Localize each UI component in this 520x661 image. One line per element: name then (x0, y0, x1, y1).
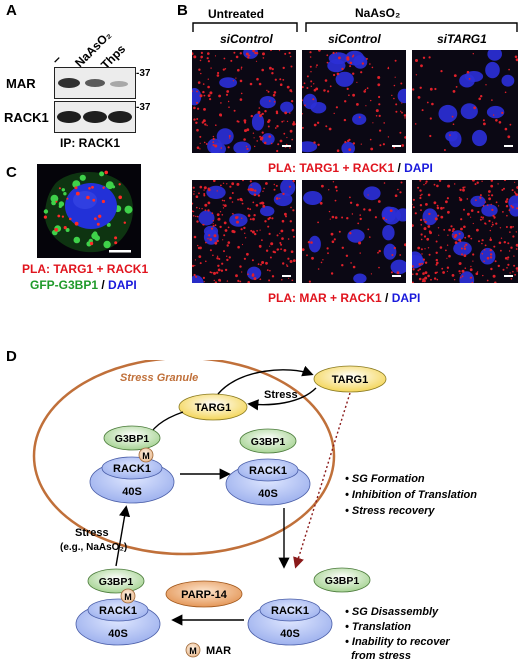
svg-text:TARG1: TARG1 (195, 402, 231, 414)
blot-band (57, 111, 81, 123)
outcome-lower-2: • Translation (345, 621, 411, 633)
svg-text:G3BP1: G3BP1 (251, 436, 286, 448)
blot-band (108, 111, 132, 123)
caption-c-line1: PLA: TARG1 + RACK1 (22, 262, 149, 276)
svg-text:40S: 40S (258, 488, 278, 500)
caption-b-bottom-dapi: DAPI (391, 291, 421, 305)
outcome-lower-4: from stress (345, 650, 411, 661)
group-label-untreated: Untreated (208, 7, 265, 21)
micrograph-c-single-cell (37, 164, 141, 258)
outcome-lower-3: • Inability to recover (345, 636, 450, 648)
arrow-targ1-enter (247, 387, 317, 411)
targ1-outside (313, 365, 387, 393)
caption-b-top-sep: / (394, 161, 405, 175)
outcome-upper-2: • Inhibition of Translation (345, 489, 477, 501)
blot-band (110, 81, 128, 87)
arrow-targ1-dotted (293, 392, 351, 569)
svg-text:40S: 40S (108, 628, 128, 640)
caption-b-top-pla: PLA: TARG1 + RACK1 (268, 161, 395, 175)
panel-b-letter: B (177, 2, 188, 19)
rack1-right-sg (237, 458, 299, 482)
caption-b-bottom: PLA: MAR + RACK1 / DAPI (268, 291, 420, 305)
panel-d-letter: D (6, 348, 17, 365)
svg-text:40S: 40S (280, 628, 300, 640)
micrograph-b-bottom-untreated (192, 180, 296, 283)
caption-c-gfp: GFP-G3BP1 (30, 278, 99, 292)
g3bp1-bottom-left (87, 568, 145, 594)
svg-text:RACK1: RACK1 (113, 463, 151, 475)
micrograph-b-bottom-naaso2-sitarg1 (412, 180, 518, 283)
mar-legend-label: MAR (206, 645, 231, 657)
lane-label-control: – (48, 51, 65, 67)
svg-text:M: M (142, 451, 150, 461)
svg-text:PARP-14: PARP-14 (181, 589, 228, 601)
group-label-naaso2: NaAsO₂ (355, 6, 401, 20)
parp14 (165, 580, 243, 608)
blot-band (83, 111, 107, 123)
caption-c-sep: / (98, 278, 109, 292)
caption-b-top: PLA: TARG1 + RACK1 / DAPI (268, 161, 433, 175)
group-brackets (192, 22, 518, 32)
svg-text:RACK1: RACK1 (271, 605, 309, 617)
blot-row-label-mar: MAR (6, 76, 36, 91)
svg-text:G3BP1: G3BP1 (115, 433, 150, 445)
caption-c-dapi: DAPI (108, 278, 137, 292)
svg-text:G3BP1: G3BP1 (99, 576, 134, 588)
col-label-sicontrol-2: siControl (328, 32, 381, 46)
caption-b-top-dapi: DAPI (404, 161, 433, 175)
outcome-upper-1: • SG Formation (345, 473, 425, 485)
svg-text:TARG1: TARG1 (332, 374, 368, 386)
col-label-sitarg1: siTARG1 (437, 32, 487, 46)
outcome-upper-3: • Stress recovery (345, 505, 435, 517)
svg-text:M: M (189, 646, 197, 656)
micrograph-b-top-naaso2-sitarg1 (412, 50, 518, 153)
g3bp1-right-sg (239, 428, 297, 454)
blot-band (58, 78, 80, 88)
micrograph-b-top-untreated (192, 50, 296, 153)
rack1-bottom-left (87, 598, 149, 622)
g3bp1-free (313, 567, 371, 593)
ip-label: IP: RACK1 (60, 136, 121, 150)
label-stress-left: Stress (75, 527, 109, 539)
col-label-sicontrol-1: siControl (220, 32, 273, 46)
western-blot-mar (54, 67, 136, 99)
g3bp1-left-sg (103, 425, 161, 451)
western-blot-rack1 (54, 101, 136, 133)
mw-marker-rack1: -37 (136, 102, 151, 113)
arrow-targ1-exit (217, 365, 314, 395)
svg-text:RACK1: RACK1 (99, 605, 137, 617)
panel-a-letter: A (6, 2, 17, 19)
label-stress-example: (e.g., NaAsO₂) (60, 542, 127, 553)
svg-text:M: M (124, 592, 132, 602)
stress-granule-outline (32, 360, 336, 556)
mar-badge-sg (138, 447, 154, 463)
caption-b-bottom-pla: PLA: MAR + RACK1 (268, 291, 382, 305)
rack1-left-sg (101, 456, 163, 480)
micrograph-b-top-naaso2-sicontrol (302, 50, 406, 153)
arrow-stress-induced (115, 505, 131, 567)
caption-c-line2: GFP-G3BP1 / DAPI (30, 278, 137, 292)
blot-row-label-rack1: RACK1 (4, 110, 49, 125)
svg-text:40S: 40S (122, 486, 142, 498)
panel-c-letter: C (6, 164, 17, 181)
caption-b-bottom-sep: / (381, 291, 392, 305)
label-stress-top: Stress (264, 389, 298, 401)
mar-badge-bottom-left (120, 588, 136, 604)
stress-granule-label: Stress Granule (120, 372, 198, 384)
blot-band (85, 79, 105, 87)
svg-text:G3BP1: G3BP1 (325, 575, 360, 587)
outcome-lower-1: • SG Disassembly (345, 606, 439, 618)
mw-marker-mar: -37 (136, 68, 151, 79)
svg-text:RACK1: RACK1 (249, 465, 287, 477)
mar-legend-badge (185, 642, 201, 658)
panel-d-diagram: Stress Granule TARG1 TARG1 Stress G3BP1 … (32, 360, 477, 661)
rack1-bottom-right (259, 598, 321, 622)
targ1-inside (178, 393, 248, 421)
micrograph-b-bottom-naaso2-sicontrol (302, 180, 406, 283)
